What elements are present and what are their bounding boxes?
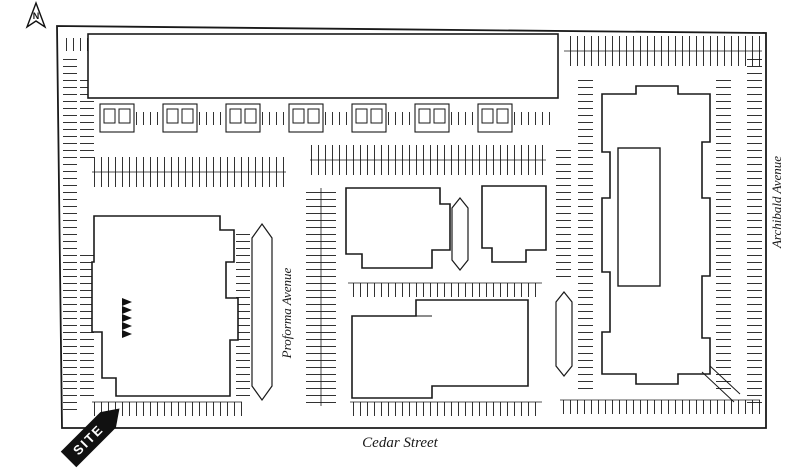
- parking-row: [386, 112, 415, 125]
- entry-structure: [288, 103, 324, 133]
- entry-structure: [99, 103, 135, 133]
- building-lower: [351, 299, 529, 399]
- site-marker-arrow: [60, 408, 120, 468]
- parking-row: [310, 160, 546, 175]
- building-retail-strip: [87, 33, 559, 99]
- parking-row: [560, 400, 760, 414]
- parking-column: [747, 56, 762, 406]
- parking-row: [92, 402, 242, 416]
- parking-row: [260, 112, 289, 125]
- entry-structure: [225, 103, 261, 133]
- parking-row: [62, 38, 88, 51]
- diagonal-drive-line: [701, 371, 735, 403]
- median-island: [555, 291, 573, 377]
- site-hatch-marks: [122, 298, 132, 338]
- parking-column: [556, 150, 571, 278]
- building-upper-b: [481, 185, 547, 263]
- hatch-triangle: [122, 322, 132, 330]
- parking-column: [236, 232, 250, 400]
- parking-row: [92, 172, 286, 187]
- parking-row: [197, 112, 226, 125]
- hatch-triangle: [122, 298, 132, 306]
- entry-structure: [414, 103, 450, 133]
- median-island: [451, 197, 469, 271]
- parking-row: [449, 112, 478, 125]
- diagonal-drive-line: [709, 365, 741, 395]
- ring-courtyard: [617, 147, 661, 287]
- north-arrow-label: N: [33, 11, 40, 21]
- parking-row: [323, 112, 352, 125]
- parking-row: [564, 36, 762, 51]
- entry-structure: [162, 103, 198, 133]
- hatch-triangle: [122, 330, 132, 338]
- entry-structure: [351, 103, 387, 133]
- building-upper-a: [345, 187, 451, 269]
- parking-row: [350, 402, 542, 416]
- label-proforma-avenue: Proforma Avenue: [279, 267, 294, 359]
- parking-row: [134, 112, 163, 125]
- north-arrow-icon: N: [25, 1, 47, 29]
- parking-row: [92, 157, 286, 172]
- median-island: [251, 222, 273, 402]
- hatch-triangle: [122, 314, 132, 322]
- parking-column: [80, 252, 94, 400]
- label-cedar-street: Cedar Street: [362, 435, 439, 451]
- parking-row: [564, 51, 762, 66]
- parking-column: [578, 78, 593, 390]
- label-archibald-avenue: Archibald Avenue: [769, 156, 784, 249]
- north-arrow-shape: [25, 1, 47, 29]
- parking-row: [310, 145, 546, 160]
- parking-row: [512, 112, 552, 125]
- parking-column: [716, 78, 731, 390]
- entry-structure: [477, 103, 513, 133]
- parking-row: [348, 283, 542, 297]
- hatch-triangle: [122, 306, 132, 314]
- building-site: [91, 215, 239, 397]
- parking-column: [63, 58, 77, 414]
